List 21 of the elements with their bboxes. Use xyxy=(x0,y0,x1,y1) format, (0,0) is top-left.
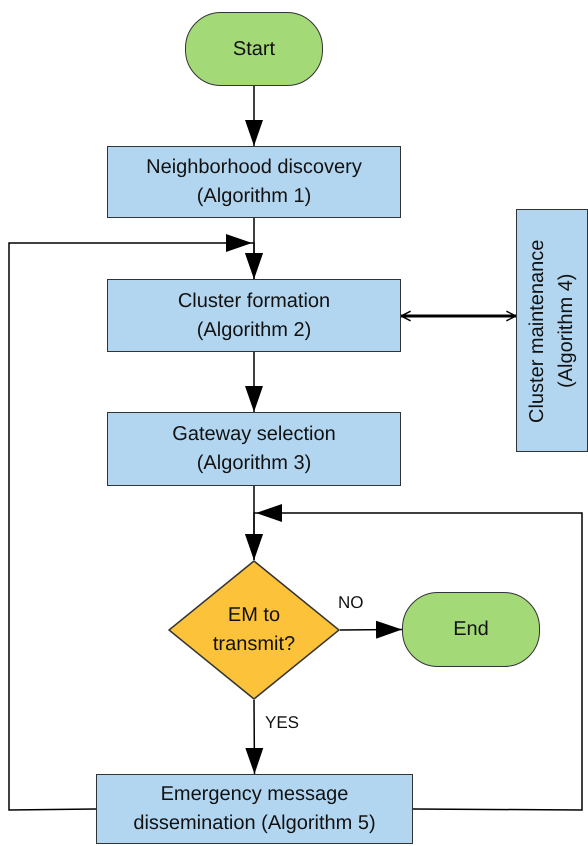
arrow xyxy=(400,310,517,322)
arrow xyxy=(245,700,264,774)
arrow xyxy=(245,352,263,412)
process-box xyxy=(107,412,401,486)
node-label: Neighborhood discovery (Algorithm 1) xyxy=(145,155,363,209)
arrow xyxy=(8,234,263,811)
node-label: Start xyxy=(232,36,276,62)
decision-diamond xyxy=(168,560,340,700)
process-box xyxy=(96,774,413,844)
node-label: Cluster formation (Algorithm 2) xyxy=(176,288,332,342)
process-box xyxy=(107,279,401,352)
node-label: Cluster maintenance (Algorithm 4) xyxy=(525,238,578,424)
process-box xyxy=(107,146,401,218)
arrow xyxy=(340,620,402,639)
node-label: Emergency message dissemination (Algorithm 5) xyxy=(132,782,377,836)
arrow xyxy=(245,86,263,146)
node-label: End xyxy=(452,617,490,642)
node-label: Gateway selection (Algorithm 3) xyxy=(171,422,337,476)
arrow xyxy=(245,504,583,811)
process-box xyxy=(516,209,588,452)
node-label: EM to transmit? xyxy=(212,603,296,657)
